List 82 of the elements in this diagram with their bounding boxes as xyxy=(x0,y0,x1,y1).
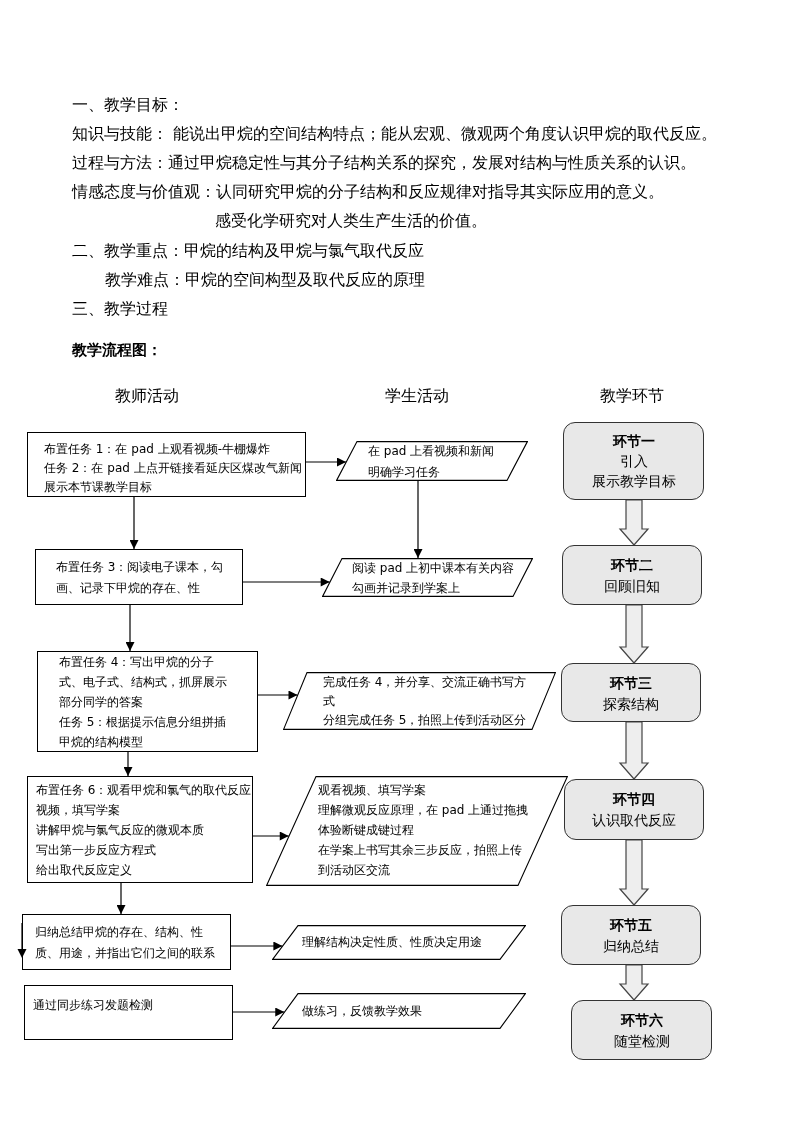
block-arrow xyxy=(618,964,650,1001)
task-text: 任务 5：根据提示信息分组拼插甲烷的结构模型 xyxy=(59,714,228,751)
arrow xyxy=(116,882,126,915)
stage-title: 环节四 xyxy=(611,790,656,809)
section-heading: 三、教学过程 xyxy=(72,299,168,319)
section-heading: 一、教学目标： xyxy=(72,95,184,115)
stage-box xyxy=(564,779,704,840)
stage-text: 认识取代反应 xyxy=(591,811,677,830)
column-heading: 教师活动 xyxy=(115,386,179,406)
task-text: 布置任务 4：写出甲烷的分子式、电子式、结构式，抓屏展示部分同学的答案 xyxy=(59,654,228,711)
parallelogram-box xyxy=(336,441,528,481)
stage-box xyxy=(561,663,701,722)
task-text: 布置任务 6：观看甲烷和氯气的取代反应视频，填写学案 xyxy=(36,782,252,819)
process-box xyxy=(27,432,306,497)
stage-title: 环节五 xyxy=(608,916,653,935)
parallelogram-box xyxy=(266,776,568,886)
objective-text: 知识与技能： 能说出甲烷的空间结构特点；能从宏观、微观两个角度认识甲烷的取代反应。 xyxy=(72,124,718,144)
process-box xyxy=(37,651,258,752)
arrow xyxy=(257,690,299,700)
stage-text: 展示教学目标 xyxy=(590,472,677,491)
arrow xyxy=(230,941,283,951)
task-text: 布置任务 1：在 pad 上观看视频-牛棚爆炸 xyxy=(44,441,271,458)
arrow xyxy=(125,604,135,652)
arrow xyxy=(242,577,331,587)
task-text: 讲解甲烷与氯气反应的微观本质 xyxy=(36,822,205,839)
stage-box xyxy=(563,422,704,500)
arrow xyxy=(252,831,290,841)
task-text: 写出第一步反应方程式 xyxy=(36,842,157,859)
arrow xyxy=(123,751,133,777)
objective-text: 教学难点：甲烷的空间构型及取代反应的原理 xyxy=(105,270,425,290)
activity-text: 在学案上书写其余三步反应，拍照上传到活动区交流 xyxy=(318,842,523,879)
stage-text: 回顾旧知 xyxy=(603,577,661,596)
activity-text: 在 pad 上看视频和新闻 xyxy=(368,443,496,460)
chart-heading: 教学流程图： xyxy=(72,340,162,360)
process-box xyxy=(24,985,233,1040)
objective-text: 过程与方法：通过甲烷稳定性与其分子结构关系的探究，发展对结构与性质关系的认识。 xyxy=(72,153,696,173)
task-text: 通过同步练习发题检测 xyxy=(33,997,154,1014)
stage-title: 环节二 xyxy=(609,556,654,575)
section-heading: 二、教学重点：甲烷的结构及甲烷与氯气取代反应 xyxy=(72,241,424,261)
activity-text: 理解微观反应原理，在 pad 上通过拖拽体验断键成键过程 xyxy=(318,802,530,839)
parallelogram-box xyxy=(272,993,526,1029)
block-arrow xyxy=(618,721,650,780)
activity-text: 阅读 pad 上初中课本有关内容 xyxy=(352,560,516,577)
task-text: 归纳总结甲烷的存在、结构、性质、用途，并指出它们之间的联系 xyxy=(35,924,216,962)
activity-text: 完成任务 4，并分享、交流正确书写方式 xyxy=(323,674,528,710)
process-box xyxy=(22,914,231,970)
stage-box xyxy=(562,545,702,605)
block-arrow xyxy=(618,604,650,664)
activity-text: 明确学习任务 xyxy=(368,464,441,481)
arrow xyxy=(129,496,139,550)
arrow xyxy=(305,457,347,467)
column-heading: 学生活动 xyxy=(385,386,449,406)
stage-box xyxy=(561,905,701,965)
task-text: 展示本节课教学目标 xyxy=(44,479,153,496)
activity-text: 观看视频、填写学案 xyxy=(318,782,427,799)
task-text: 任务 2：在 pad 上点开链接看延庆区煤改气新闻 xyxy=(44,460,303,477)
column-heading: 教学环节 xyxy=(600,386,664,406)
process-box xyxy=(35,549,243,605)
stage-text: 引入 xyxy=(618,452,649,471)
parallelogram-box xyxy=(283,672,556,730)
stage-title: 环节六 xyxy=(619,1011,664,1030)
stage-box xyxy=(571,1000,712,1060)
arrow xyxy=(232,1007,285,1017)
objective-text: 情感态度与价值观：认同研究甲烷的分子结构和反应规律对指导其实际应用的意义。 xyxy=(72,182,664,202)
stage-text: 随堂检测 xyxy=(612,1032,671,1051)
arrow xyxy=(413,480,423,559)
task-text: 给出取代反应定义 xyxy=(36,862,133,879)
activity-text: 理解结构决定性质、性质决定用途 xyxy=(302,934,483,951)
parallelogram-box xyxy=(272,925,526,960)
block-arrow xyxy=(618,839,650,906)
stage-title: 环节一 xyxy=(611,432,656,451)
parallelogram-box xyxy=(322,558,533,597)
activity-text: 勾画并记录到学案上 xyxy=(352,580,461,597)
stage-title: 环节三 xyxy=(608,674,653,693)
stage-text: 归纳总结 xyxy=(602,937,660,956)
activity-text: 分组完成任务 5，拍照上传到活动区分 xyxy=(323,712,528,729)
task-text: 布置任务 3：阅读电子课本，勾画、记录下甲烷的存在、性 xyxy=(56,559,225,597)
block-arrow xyxy=(618,499,650,546)
activity-text: 做练习，反馈教学效果 xyxy=(302,1003,423,1020)
stage-text: 探索结构 xyxy=(602,695,660,714)
objective-text: 感受化学研究对人类生产生活的价值。 xyxy=(215,211,487,231)
process-box xyxy=(27,776,253,883)
